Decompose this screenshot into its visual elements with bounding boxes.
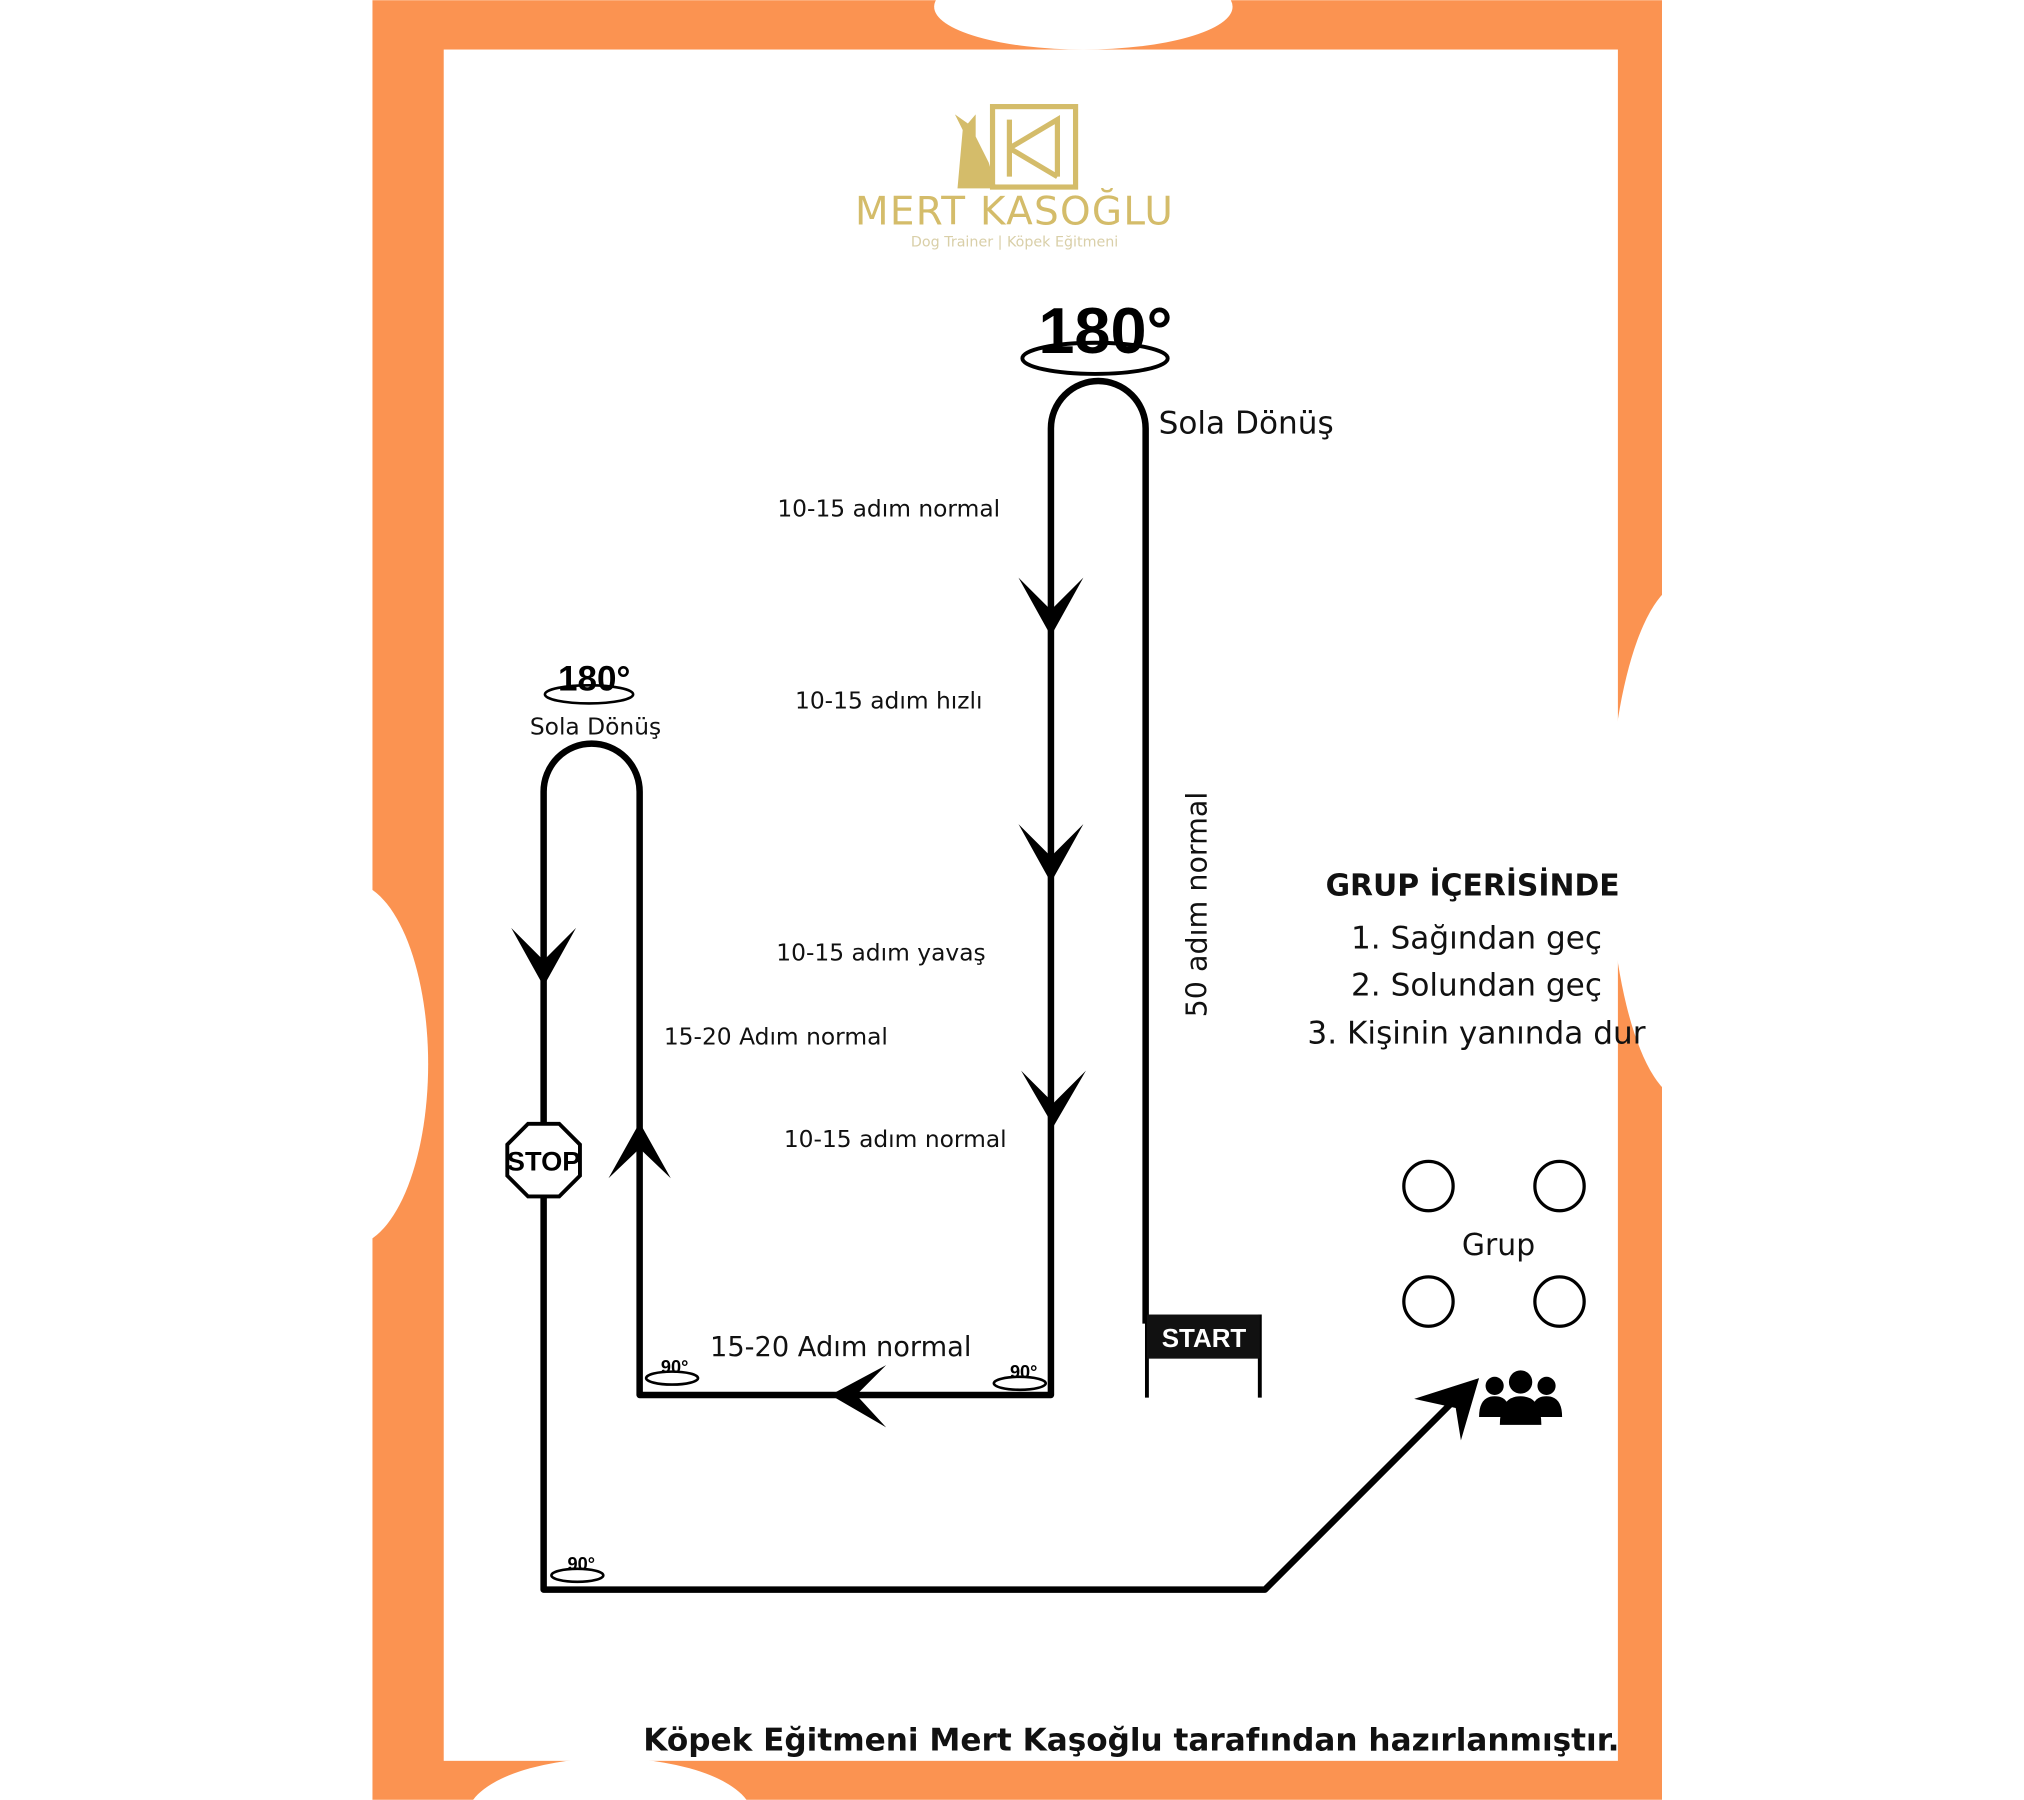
segment-label: 50 adım normal — [1181, 792, 1214, 1018]
people-icon — [1479, 1370, 1563, 1425]
arrow-down-icon — [1021, 1070, 1086, 1127]
logo-tagline: Dog Trainer | Köpek Eğitmeni — [911, 235, 1118, 251]
svg-text:90°: 90° — [568, 1554, 595, 1574]
person-marker — [1402, 1159, 1455, 1213]
svg-text:180°: 180° — [558, 659, 630, 698]
group-item: 3. Kişinin yanında dur — [1307, 1015, 1645, 1051]
turn-180-left: 180° Sola Dönüş — [530, 659, 661, 740]
rotate-arrow-icon — [543, 683, 635, 705]
segment-label: 10-15 adım normal — [777, 495, 1000, 523]
rotate-arrow-icon — [550, 1567, 605, 1584]
route — [511, 377, 1480, 1593]
logo: MERT KASOĞLU Dog Trainer | Köpek Eğitmen… — [855, 104, 1174, 251]
person-marker — [1533, 1159, 1586, 1213]
group-item: 2. Solundan geç — [1351, 967, 1602, 1003]
footer-credit: Köpek Eğitmeni Mert Kaşoğlu tarafından h… — [643, 1722, 1619, 1758]
svg-text:90°: 90° — [1010, 1362, 1037, 1382]
dog-silhouette-icon — [954, 114, 997, 189]
corner-turns: 90° 90° 90° — [550, 1357, 1048, 1584]
stop-sign-icon: STOP — [505, 1121, 582, 1199]
svg-text:90°: 90° — [661, 1357, 688, 1377]
arrow-up-icon — [608, 1122, 671, 1179]
group-instructions: GRUP İÇERİSİNDE 1. Sağından geç 2. Solun… — [1307, 867, 1645, 1051]
segment-label: 10-15 adım normal — [784, 1125, 1007, 1153]
person-marker — [1402, 1275, 1455, 1328]
group-heading: GRUP İÇERİSİNDE — [1326, 867, 1620, 903]
segment-label: 15-20 Adım normal — [664, 1023, 888, 1051]
turn-label: Sola Dönüş — [1159, 406, 1334, 442]
logo-name: MERT KASOĞLU — [855, 188, 1174, 235]
start-sign: START — [1144, 1314, 1262, 1398]
arrow-to-group-icon — [1414, 1378, 1480, 1441]
rotate-arrow-icon — [992, 1375, 1048, 1392]
turn-180-top: 180° Sola Dönüş — [1020, 294, 1334, 442]
group-label: Grup — [1462, 1228, 1535, 1263]
svg-text:START: START — [1162, 1325, 1247, 1353]
segment-labels: 10-15 adım normal 10-15 adım hızlı 10-15… — [664, 495, 1214, 1363]
svg-text:180°: 180° — [1038, 294, 1172, 367]
segment-label: 10-15 adım yavaş — [776, 938, 985, 966]
arrow-down-icon — [1018, 577, 1084, 636]
segment-label: 10-15 adım hızlı — [795, 687, 983, 715]
arrow-down-icon — [511, 927, 577, 987]
group-item: 1. Sağından geç — [1351, 921, 1602, 957]
segment-label: 15-20 Adım normal — [710, 1332, 971, 1363]
rotate-arrow-icon — [644, 1370, 700, 1386]
group-formation — [1402, 1159, 1586, 1328]
arrow-left-icon — [830, 1365, 887, 1428]
arrow-down-icon — [1018, 824, 1084, 883]
turn-label: Sola Dönüş — [530, 713, 661, 741]
person-marker — [1533, 1275, 1586, 1328]
rotate-arrow-icon — [1020, 340, 1170, 376]
svg-text:STOP: STOP — [507, 1146, 581, 1177]
